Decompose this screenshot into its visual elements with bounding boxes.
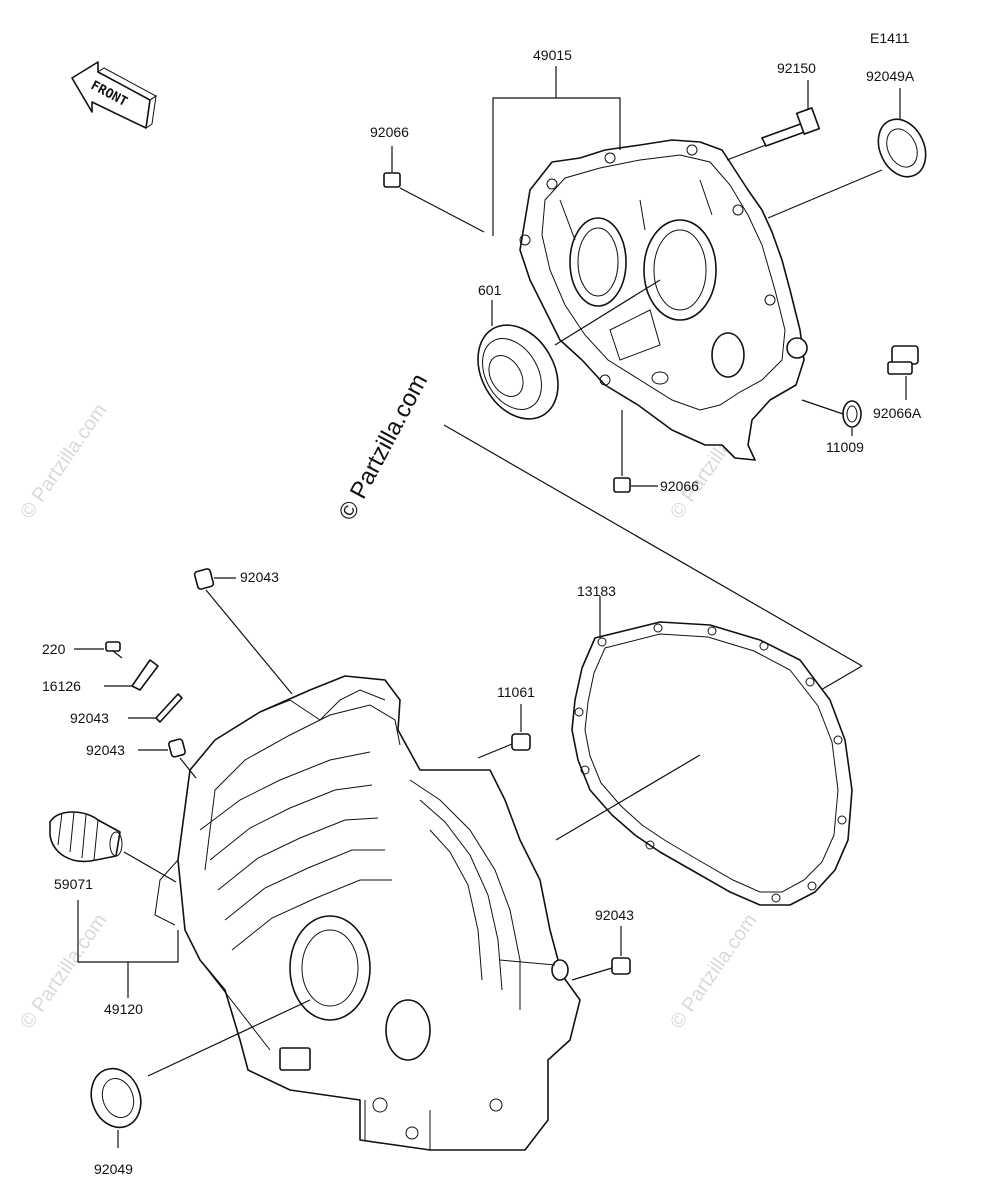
label-92043-b: 92043	[86, 742, 125, 758]
diagram-code: E1411	[870, 30, 910, 46]
label-601: 601	[478, 282, 502, 298]
label-92043-c: 11061	[497, 684, 535, 700]
watermark-left-top: © Partzilla.com	[16, 400, 111, 523]
label-13183: 16126	[42, 678, 81, 694]
label-92066-bottom: 92066	[660, 478, 699, 494]
bolt-92150: 92150	[726, 60, 821, 161]
callout-49015: 49015	[492, 47, 621, 236]
label-59071: 59071	[54, 876, 93, 892]
oil-seal-92049a: 92049A	[767, 68, 927, 219]
bearing-601: 601	[477, 279, 661, 420]
plate-13183: 16126	[42, 659, 159, 694]
label-92066a: 92066A	[873, 405, 922, 421]
plug-92066-top: 92066	[370, 124, 485, 233]
label-92049a: 92049A	[866, 68, 915, 84]
label-92043-d: 92043	[595, 907, 634, 923]
front-arrow-icon: FRONT	[71, 61, 157, 130]
gasket-11061: 13183	[555, 583, 853, 906]
dowel-92043-d: 92043	[571, 907, 634, 981]
crankcase-cover	[519, 139, 808, 461]
oil-seal-92049: 92049	[90, 999, 311, 1177]
watermark-right-bottom: © Partzilla.com	[666, 910, 761, 1033]
crankcase-main	[154, 675, 581, 1151]
dowel-92043-b: 92043	[86, 738, 197, 779]
label-92049: 92049	[94, 1161, 133, 1177]
gasket-16126: 92043	[70, 693, 183, 726]
label-11009: 11009	[826, 439, 864, 455]
drain-plug-92066a: 92066A	[873, 345, 922, 421]
dowel-92043-c: 11061	[477, 684, 535, 759]
label-49120: 49120	[104, 1001, 143, 1017]
label-11061: 13183	[577, 583, 616, 599]
washer-11009: 11009	[801, 399, 864, 455]
copyright-text: © Partzilla.com	[333, 369, 433, 524]
dowel-92043-a: 92043	[193, 568, 293, 695]
screw-220: 220	[42, 641, 123, 659]
label-92043-a: 92043	[240, 569, 279, 585]
label-220: 220	[42, 641, 66, 657]
label-49015: 49015	[533, 47, 572, 63]
plug-92066-bottom: 92066	[613, 410, 699, 494]
label-92150: 92150	[777, 60, 816, 76]
label-92066-top: 92066	[370, 124, 409, 140]
label-16126: 92043	[70, 710, 109, 726]
boot-59071: 59071	[49, 811, 177, 892]
callout-49120: 49120	[77, 900, 179, 1017]
watermark-left-bottom: © Partzilla.com	[16, 910, 111, 1033]
